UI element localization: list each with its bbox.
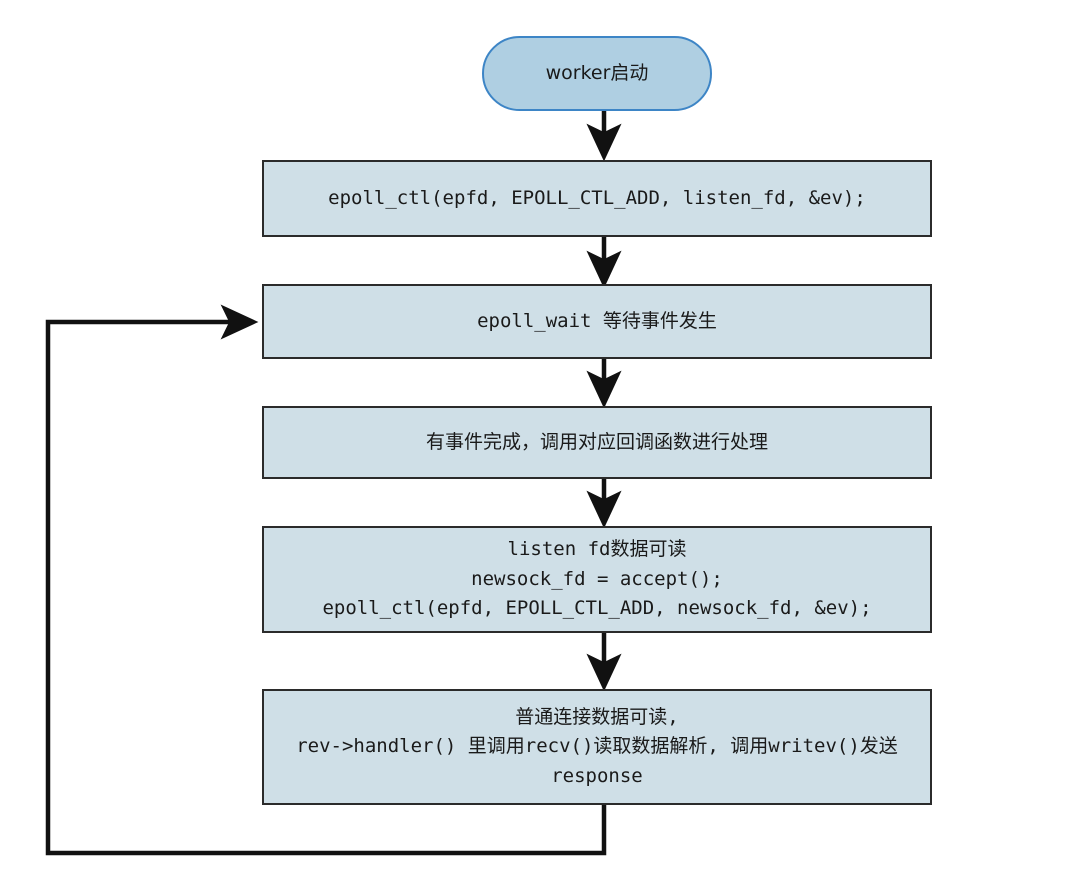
node-epoll-ctl-listen[interactable]: epoll_ctl(epfd, EPOLL_CTL_ADD, listen_fd… <box>262 160 932 237</box>
node-listen-fd-readable[interactable]: listen fd数据可读 newsock_fd = accept(); epo… <box>262 526 932 633</box>
node-event-callback-label: 有事件完成，调用对应回调函数进行处理 <box>425 430 768 453</box>
node-event-callback[interactable]: 有事件完成，调用对应回调函数进行处理 <box>262 406 932 479</box>
node-epoll-ctl-listen-label: epoll_ctl(epfd, EPOLL_CTL_ADD, listen_fd… <box>328 186 866 209</box>
node-start-worker-label: worker启动 <box>545 61 649 84</box>
node-conn-data-readable-label: 普通连接数据可读, rev->handler() 里调用recv()读取数据解析… <box>296 705 898 787</box>
node-epoll-wait-label: epoll_wait 等待事件发生 <box>477 309 717 332</box>
node-listen-fd-readable-label: listen fd数据可读 newsock_fd = accept(); epo… <box>322 538 872 620</box>
node-conn-data-readable[interactable]: 普通连接数据可读, rev->handler() 里调用recv()读取数据解析… <box>262 689 932 805</box>
node-start-worker[interactable]: worker启动 <box>482 36 712 111</box>
node-epoll-wait[interactable]: epoll_wait 等待事件发生 <box>262 284 932 359</box>
